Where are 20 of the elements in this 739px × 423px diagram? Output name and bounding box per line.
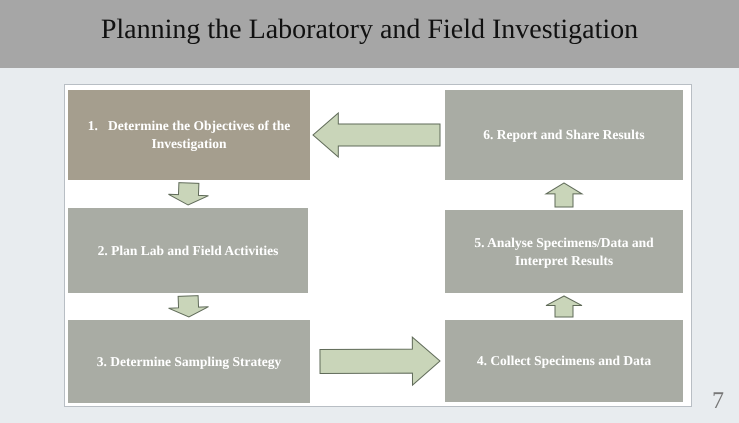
process-box bbox=[445, 320, 683, 402]
slide-title: Planning the Laboratory and Field Investigation bbox=[100, 14, 640, 46]
process-box bbox=[445, 210, 683, 293]
block-arrow bbox=[319, 336, 441, 386]
block-arrow bbox=[312, 112, 440, 158]
process-box bbox=[445, 90, 683, 180]
process-box bbox=[68, 320, 310, 403]
step-label: 3. Determine Sampling Strategy bbox=[96, 352, 282, 370]
step-label: 1. Determine the Objectives of the Investigation bbox=[86, 117, 292, 153]
process-box bbox=[68, 208, 308, 293]
step-label: 4. Collect Specimens and Data bbox=[476, 352, 652, 370]
process-box bbox=[68, 90, 310, 180]
block-arrow bbox=[168, 182, 209, 206]
step-label: 6. Report and Share Results bbox=[483, 126, 645, 144]
page-number: 7 bbox=[712, 388, 724, 415]
block-arrow bbox=[168, 295, 210, 318]
step-label: 2. Plan Lab and Field Activities bbox=[98, 242, 278, 260]
step-label: 5. Analyse Specimens/Data and Interpret Results bbox=[473, 234, 655, 270]
block-arrow bbox=[544, 182, 584, 208]
block-arrow bbox=[546, 295, 582, 318]
